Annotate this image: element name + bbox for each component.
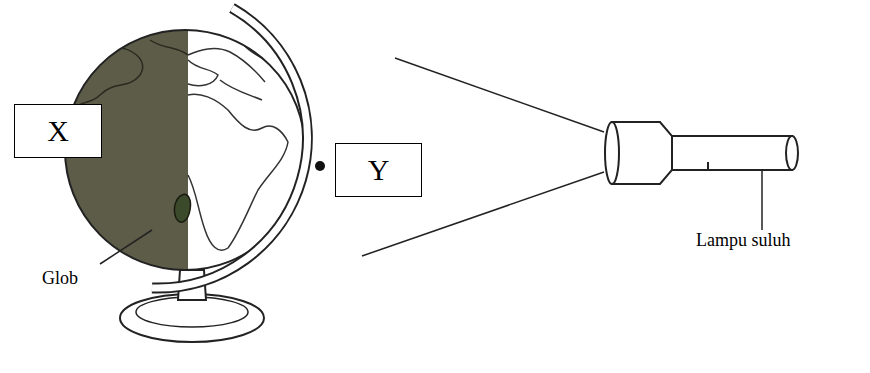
part-label: Glob <box>40 268 80 289</box>
light-ray <box>395 58 604 132</box>
label-box: Y <box>335 143 422 197</box>
flashlight <box>605 122 798 230</box>
box-letter: Y <box>368 153 390 187</box>
label-box: X <box>14 104 102 158</box>
globe-base <box>136 297 248 327</box>
box-letter: X <box>47 114 69 148</box>
globe-base <box>120 294 264 342</box>
location-dot <box>315 161 325 171</box>
part-label: Lampu suluh <box>694 230 793 251</box>
leader-line <box>100 230 152 264</box>
